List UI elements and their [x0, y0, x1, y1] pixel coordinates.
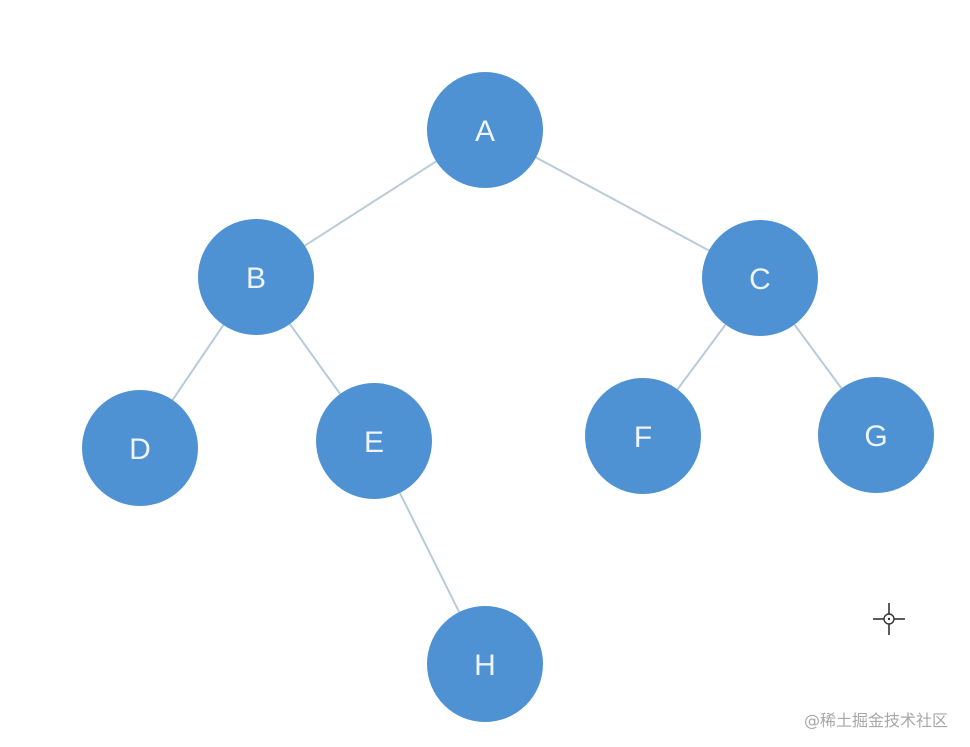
node-label-b: B	[246, 262, 266, 295]
edge-c-g	[793, 324, 843, 389]
edge-b-d	[171, 324, 225, 401]
node-circle-g	[818, 377, 934, 493]
node-circle-a	[427, 72, 543, 188]
node-circle-f	[585, 378, 701, 494]
node-label-d: D	[129, 433, 151, 466]
tree-node-c: C	[702, 220, 818, 336]
tree-node-f: F	[585, 378, 701, 494]
edge-a-b	[304, 160, 437, 247]
node-label-f: F	[634, 421, 652, 454]
node-circle-d	[82, 390, 198, 506]
node-circle-h	[427, 606, 543, 722]
edge-e-h	[398, 492, 461, 613]
nodes-layer: A B C D E F G H	[82, 72, 934, 722]
tree-node-g: G	[818, 377, 934, 493]
tree-node-a: A	[427, 72, 543, 188]
node-circle-c	[702, 220, 818, 336]
node-label-c: C	[749, 263, 771, 296]
watermark: @稀土掘金技术社区	[803, 711, 948, 730]
tree-node-d: D	[82, 390, 198, 506]
edges-layer	[171, 156, 843, 613]
crosshair-cursor-icon	[873, 603, 905, 635]
tree-node-b: B	[198, 219, 314, 335]
node-label-e: E	[364, 426, 384, 459]
edge-a-c	[535, 156, 710, 252]
node-circle-e	[316, 383, 432, 499]
edge-b-e	[289, 323, 341, 395]
edge-c-f	[676, 324, 727, 390]
node-label-h: H	[474, 649, 496, 682]
tree-node-h: H	[427, 606, 543, 722]
node-label-g: G	[864, 420, 887, 453]
tree-node-e: E	[316, 383, 432, 499]
node-circle-b	[198, 219, 314, 335]
node-label-a: A	[475, 115, 495, 148]
